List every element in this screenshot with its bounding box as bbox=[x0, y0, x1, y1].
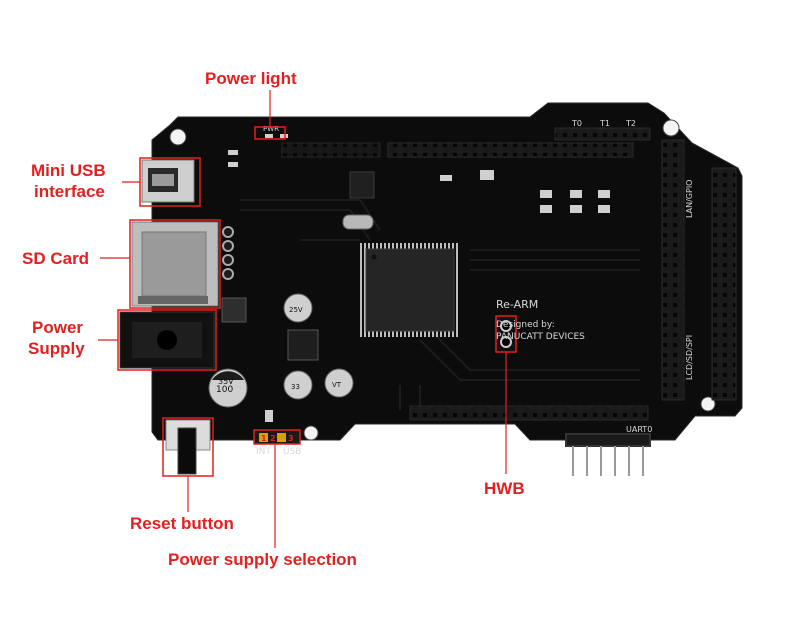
board-designed-by: Designed by: bbox=[496, 320, 555, 330]
endstop-header bbox=[554, 127, 651, 141]
right-header-outer bbox=[711, 167, 737, 401]
cap-voltage-25v: 25V bbox=[289, 306, 303, 314]
bottom-header bbox=[409, 405, 649, 421]
sd-card-label: SD Card bbox=[22, 249, 90, 268]
lcd-sd-spi-label: LCD/SD/SPI bbox=[685, 335, 694, 380]
board-name: Re-ARM bbox=[496, 298, 538, 311]
int-label: INT bbox=[256, 447, 271, 457]
cap-voltage-35v: 35V bbox=[218, 377, 234, 386]
t0-label: T0 bbox=[571, 119, 582, 128]
sd-card-slot bbox=[131, 221, 219, 307]
power-select-jumper bbox=[253, 429, 301, 445]
usb-label: USB bbox=[283, 447, 301, 457]
power-jack bbox=[119, 311, 215, 369]
right-header-inner bbox=[661, 139, 685, 401]
inductor bbox=[221, 297, 247, 323]
board-maker: PANUCATT DEVICES bbox=[496, 332, 585, 342]
power-supply-label-line2: Supply bbox=[28, 339, 85, 358]
jumper-pin-3: 3 bbox=[288, 434, 294, 443]
crystal bbox=[342, 214, 374, 230]
cap-value-100: 100 bbox=[216, 385, 233, 395]
small-chip bbox=[349, 171, 375, 199]
pwr-label: PWR bbox=[263, 125, 279, 133]
sd-side-pins bbox=[222, 226, 234, 280]
t1-label: T1 bbox=[599, 119, 610, 128]
mounting-holes bbox=[169, 119, 716, 441]
power-supply-label-line1: Power bbox=[32, 318, 84, 337]
cap-value-33: 33 bbox=[291, 383, 300, 391]
mini-usb-label-line1: Mini USB bbox=[31, 161, 106, 180]
cap-vt: VT bbox=[332, 381, 342, 389]
jumper-pin-1: 1 bbox=[261, 434, 267, 443]
capacitor-mid bbox=[283, 293, 354, 400]
callout-lines bbox=[98, 90, 507, 548]
regulator bbox=[287, 329, 319, 361]
capacitor-large bbox=[208, 368, 248, 408]
hwb-jumper bbox=[495, 315, 517, 353]
t2-label: T2 bbox=[625, 119, 636, 128]
reset-button-part bbox=[165, 419, 211, 475]
power-supply-selection-label: Power supply selection bbox=[168, 550, 357, 569]
power-light-label: Power light bbox=[205, 69, 297, 88]
top-header-left bbox=[281, 142, 381, 158]
mini-usb-port bbox=[141, 159, 195, 203]
lan-gpio-label: LAN/GPIO bbox=[685, 180, 694, 218]
mcu-chip bbox=[365, 248, 455, 332]
top-header bbox=[387, 142, 634, 158]
uart-pins bbox=[565, 433, 651, 476]
jumper-pin-2: 2 bbox=[270, 434, 276, 443]
mini-usb-label-line2: interface bbox=[34, 182, 105, 201]
hwb-label: HWB bbox=[484, 479, 525, 498]
reset-button-label: Reset button bbox=[130, 514, 234, 533]
smd-components bbox=[228, 134, 610, 422]
uart0-label: UART0 bbox=[626, 425, 652, 434]
